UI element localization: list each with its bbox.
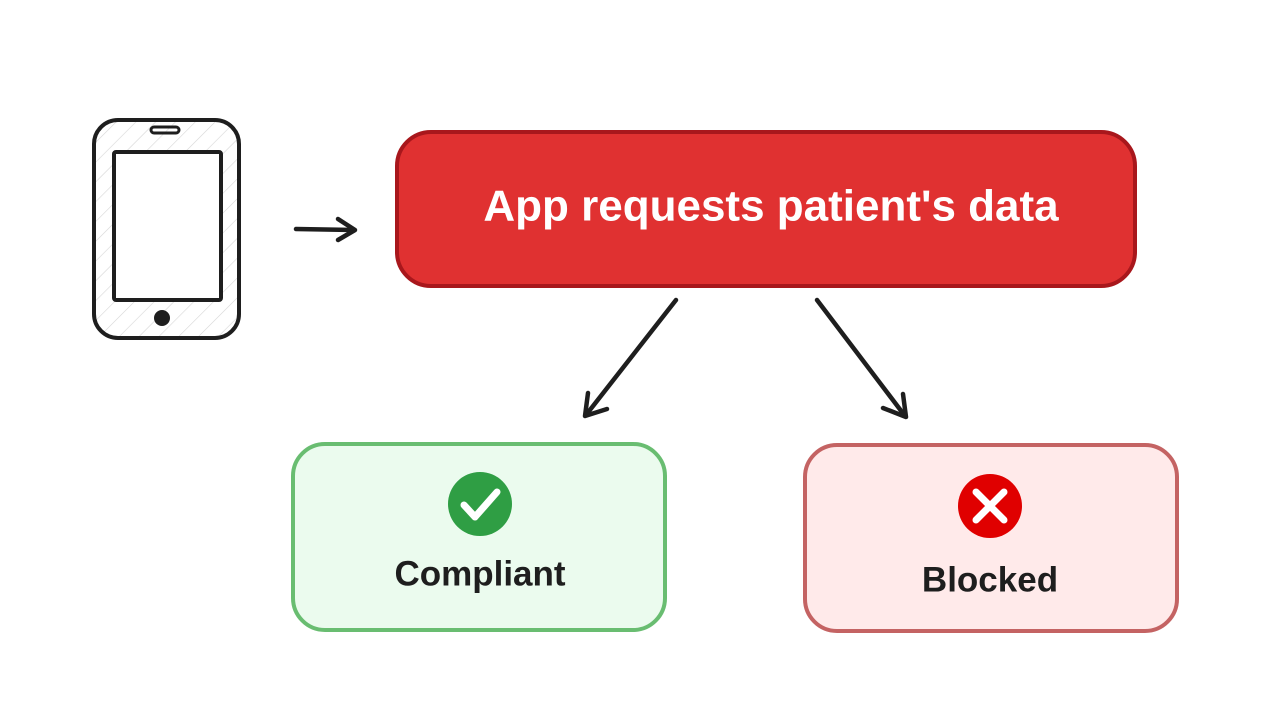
arrow-to-compliant (582, 297, 679, 419)
check-circle-icon (448, 472, 512, 536)
request-box: App requests patient's data (395, 130, 1137, 288)
arrow-to-blocked (814, 297, 909, 420)
arrow-to-request (293, 216, 358, 243)
blocked-label: Blocked (922, 560, 1058, 599)
compliant-box: Compliant (291, 442, 667, 632)
compliant-label: Compliant (394, 554, 565, 593)
request-label: App requests patient's data (483, 182, 1059, 231)
smartphone-icon (92, 118, 241, 340)
blocked-box: Blocked (803, 443, 1179, 633)
x-circle-icon (958, 474, 1022, 538)
